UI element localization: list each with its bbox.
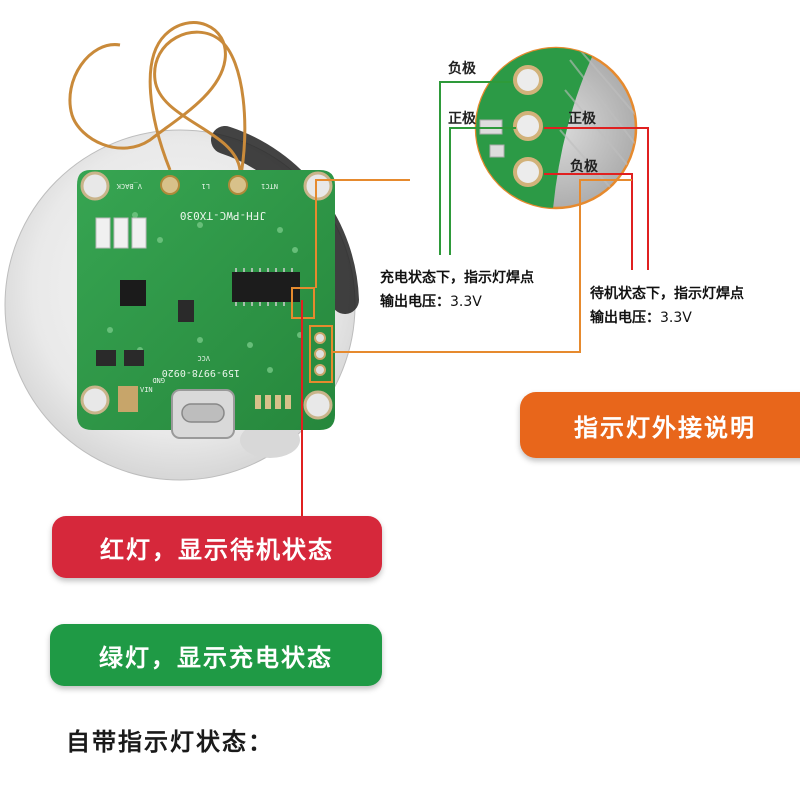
green-light-pill-text: 绿灯，显示充电状态 xyxy=(99,643,333,672)
indicator-wiring-banner-text: 指示灯外接说明 xyxy=(574,413,756,442)
standby-note: 待机状态下，指示灯焊点 输出电压：3.3V xyxy=(590,282,744,330)
zoom-inset xyxy=(474,46,638,210)
standby-note-line1: 待机状态下，指示灯焊点 xyxy=(590,286,744,302)
vin-silkscreen: VIN xyxy=(140,386,153,394)
ntc-silkscreen: NTC1 xyxy=(261,182,278,190)
charging-note: 充电状态下，指示灯焊点 输出电压：3.3V xyxy=(380,266,534,314)
charging-voltage-label: 输出电压： xyxy=(380,294,450,310)
charging-voltage-value: 3.3V xyxy=(450,294,482,310)
indicator-wiring-banner: 指示灯外接说明 xyxy=(520,392,800,458)
pin-label-right-negative: 负极 xyxy=(570,159,598,175)
gnd-silkscreen: GND xyxy=(152,376,165,384)
standby-voltage-label: 输出电压： xyxy=(590,310,660,326)
standby-voltage-value: 3.3V xyxy=(660,310,692,326)
l1-silkscreen: L1 xyxy=(202,182,210,190)
vback-silkscreen: V_BACK xyxy=(116,182,142,190)
phone-silkscreen: 159-9978-0920 xyxy=(162,367,240,378)
green-light-pill: 绿灯，显示充电状态 xyxy=(50,624,382,686)
red-light-pill: 红灯，显示待机状态 xyxy=(52,516,382,578)
red-light-pill-text: 红灯，显示待机状态 xyxy=(100,535,334,564)
standby-note-line2: 输出电压：3.3V xyxy=(590,306,744,330)
model-silkscreen: JFH-PWC-TX030 xyxy=(180,209,266,222)
pin-label-right-positive: 正极 xyxy=(568,111,596,127)
pcb-board: JFH-PWC-TX030 159-9978-0920 V_BACK NTC1 … xyxy=(77,170,335,439)
charging-note-line1: 充电状态下，指示灯焊点 xyxy=(380,270,534,286)
leader-lines xyxy=(301,81,649,520)
builtin-indicator-title: 自带指示灯状态： xyxy=(66,728,274,756)
pin-label-left-positive: 正极 xyxy=(448,111,476,127)
charging-note-line2: 输出电压：3.3V xyxy=(380,290,534,314)
pin-label-top-negative: 负极 xyxy=(448,61,476,77)
vcc-silkscreen: VCC xyxy=(197,354,210,362)
coil-wires xyxy=(68,21,247,181)
